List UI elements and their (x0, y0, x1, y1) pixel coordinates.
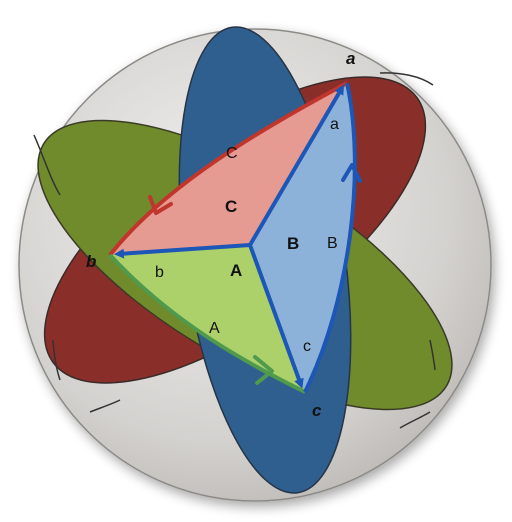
edge-label-b: b (155, 264, 164, 281)
edge-label-a: a (330, 116, 339, 133)
region-label-a: A (230, 261, 242, 280)
ellipse-tick-3 (52, 339, 61, 381)
region-label-b: B (287, 234, 299, 253)
vertex-label-a: a (346, 49, 355, 68)
arc-c-red (108, 81, 348, 257)
vertex-label-b: b (86, 252, 96, 271)
arc-c-chevron (148, 195, 173, 215)
edge-label-c: c (303, 338, 311, 355)
region-label-c: C (225, 197, 237, 216)
region-c-fill (110, 83, 347, 255)
ellipse-tick-4 (89, 399, 121, 413)
ellipse-tick-1 (33, 134, 61, 196)
arc-a-green (108, 253, 306, 394)
arc-label-a: A (209, 320, 220, 337)
arc-label-c: C (226, 145, 238, 162)
edge-to-b (114, 243, 251, 259)
edge-to-a (248, 84, 345, 247)
region-a-fill (110, 245, 305, 392)
arc-b-chevron (341, 163, 362, 183)
arc-a-chevron (253, 355, 274, 385)
arc-b-blue (303, 82, 357, 393)
vertex-label-c: c (312, 401, 322, 420)
edge-to-c (248, 244, 304, 389)
ellipse-tick-2 (379, 72, 434, 86)
ellipse-tick-5 (399, 411, 431, 429)
ellipse-tick-6 (429, 339, 436, 371)
arc-label-b: B (327, 235, 338, 252)
